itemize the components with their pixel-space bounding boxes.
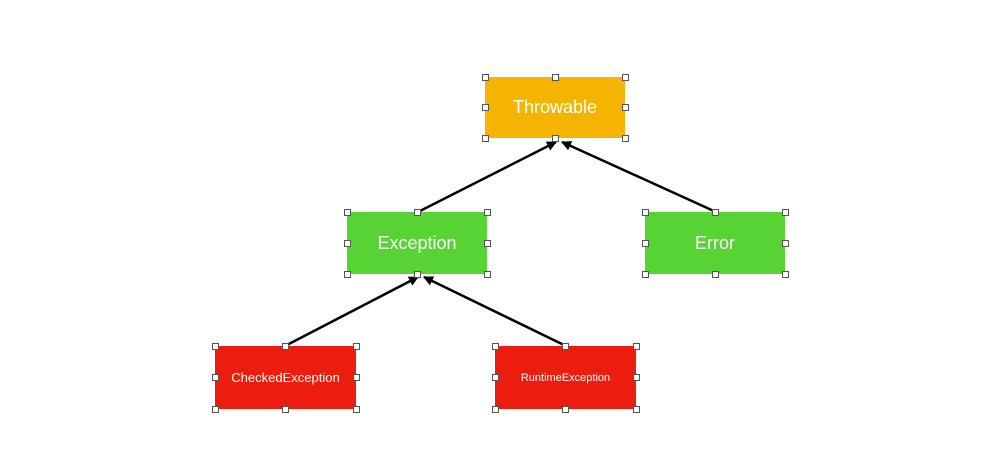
node-throwable[interactable]: Throwable (481, 73, 629, 142)
resize-handle-bl[interactable] (641, 270, 649, 278)
resize-handle-tr[interactable] (483, 208, 491, 216)
resize-handle-mr[interactable] (483, 239, 491, 247)
resize-handle-br[interactable] (632, 405, 640, 413)
resize-handle-ml[interactable] (481, 104, 489, 111)
resize-handle-br[interactable] (483, 270, 491, 278)
node-runtime-exception-label: RuntimeException (520, 371, 611, 384)
resize-handle-bm[interactable] (282, 405, 289, 413)
resize-handle-bm[interactable] (711, 270, 719, 278)
resize-handle-bl[interactable] (211, 405, 219, 413)
edge-checked-exception-to-exception (284, 275, 419, 348)
resize-handle-tm[interactable] (562, 342, 569, 350)
resize-handle-tl[interactable] (211, 342, 219, 350)
node-checked-exception-label: CheckedException (231, 370, 340, 385)
resize-handle-tl[interactable] (641, 208, 649, 216)
edge-error-to-throwable (561, 140, 717, 214)
resize-handle-br[interactable] (781, 270, 789, 278)
resize-handle-bm[interactable] (413, 270, 421, 278)
resize-handle-bl[interactable] (481, 134, 489, 142)
resize-handle-tm[interactable] (413, 208, 421, 216)
edge-runtime-exception-to-exception (423, 275, 567, 348)
resize-handle-tr[interactable] (632, 342, 640, 350)
node-exception[interactable]: Exception (343, 208, 491, 278)
resize-handle-tl[interactable] (491, 342, 499, 350)
resize-handle-bl[interactable] (343, 270, 351, 278)
resize-handle-tm[interactable] (551, 73, 559, 81)
resize-handle-tm[interactable] (711, 208, 719, 216)
resize-handle-br[interactable] (621, 134, 629, 142)
resize-handle-tr[interactable] (352, 342, 360, 350)
resize-handle-tm[interactable] (282, 342, 289, 350)
node-error-label: Error (695, 232, 735, 253)
edge-exception-to-throwable (417, 140, 557, 214)
node-throwable-label: Throwable (512, 97, 598, 117)
resize-handle-mr[interactable] (781, 239, 789, 247)
node-error[interactable]: Error (641, 208, 789, 278)
resize-handle-mr[interactable] (352, 374, 360, 381)
resize-handle-bm[interactable] (551, 134, 559, 142)
resize-handle-tr[interactable] (621, 73, 629, 81)
resize-handle-bm[interactable] (562, 405, 569, 413)
resize-handle-ml[interactable] (491, 374, 499, 381)
resize-handle-mr[interactable] (621, 104, 629, 111)
node-checked-exception[interactable]: CheckedException (211, 342, 360, 413)
resize-handle-br[interactable] (352, 405, 360, 413)
resize-handle-ml[interactable] (343, 239, 351, 247)
resize-handle-bl[interactable] (491, 405, 499, 413)
resize-handle-ml[interactable] (211, 374, 219, 381)
resize-handle-ml[interactable] (641, 239, 649, 247)
resize-handle-tl[interactable] (481, 73, 489, 81)
resize-handle-tl[interactable] (343, 208, 351, 216)
node-runtime-exception[interactable]: RuntimeException (491, 342, 640, 413)
resize-handle-mr[interactable] (632, 374, 640, 381)
node-exception-label: Exception (377, 232, 457, 253)
resize-handle-tr[interactable] (781, 208, 789, 216)
